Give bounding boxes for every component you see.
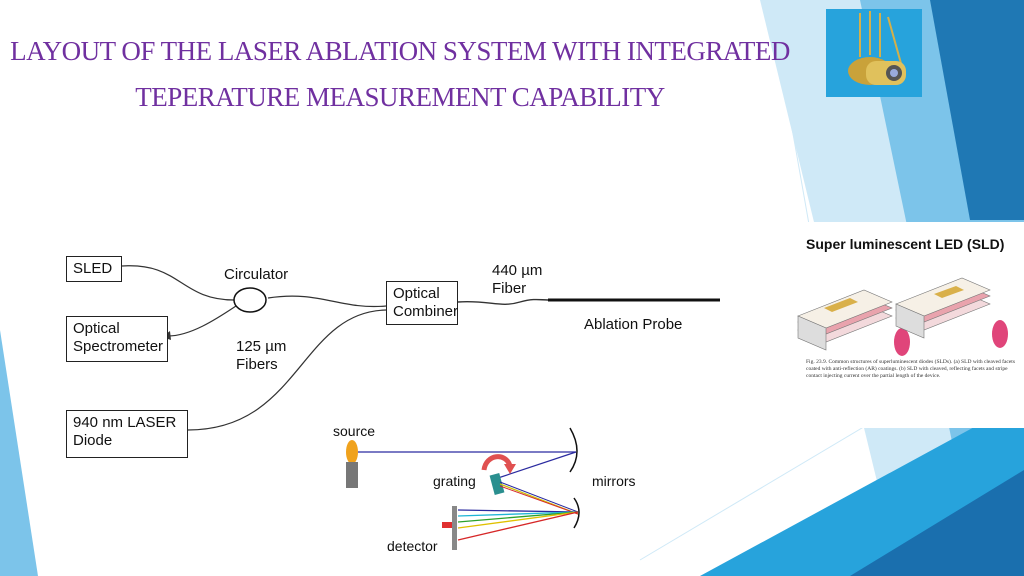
return-ray-red (457, 511, 579, 541)
detector-bar (452, 506, 457, 550)
optical-combiner-box: Optical Combiner (386, 281, 458, 325)
source-base (346, 462, 358, 488)
sled-box: SLED (66, 256, 122, 282)
slide-title-line-2: TEPERATURE MEASUREMENT CAPABILITY (135, 82, 665, 112)
lower-right-dark (850, 470, 1024, 576)
right-dark-band (930, 0, 1024, 220)
slide-title-line-1: LAYOUT OF THE LASER ABLATION SYSTEM WITH… (10, 36, 790, 66)
fiber-440 (457, 298, 549, 305)
sled-fiber (121, 265, 235, 301)
collimating-mirror (569, 427, 578, 473)
source-lamp (346, 440, 358, 464)
left-edge-band (0, 330, 38, 576)
spectrometer-fiber (167, 305, 237, 337)
spectrum-ray-1 (499, 481, 579, 513)
return-ray-blue (457, 509, 579, 513)
circulator-shape (233, 287, 267, 313)
return-ray-green (457, 511, 579, 523)
rotation-arrow (481, 454, 513, 471)
detector-label: detector (387, 538, 438, 554)
fiber-440-label: 440 µm Fiber (492, 262, 543, 297)
sld-structure-drawing (797, 277, 1008, 356)
focusing-mirror (573, 497, 580, 529)
grating-label: grating (433, 473, 476, 489)
rotation-arrowhead (504, 464, 516, 474)
grating-block (489, 473, 505, 495)
laser-diode-icon (848, 11, 906, 85)
detector-red-mark (442, 522, 452, 528)
mirror-to-grating-beam (497, 451, 577, 479)
sld-figure-panel: Super luminescent LED (SLD) Fig. 23.9. C… (784, 222, 1024, 428)
return-ray-cyan (457, 511, 579, 517)
sld-caption: Fig. 23.9. Common structures of superlum… (806, 359, 1015, 379)
spectrum-ray-4 (499, 485, 579, 515)
mirrors-label: mirrors (592, 473, 636, 489)
sld-title: Super luminescent LED (SLD) (806, 236, 1005, 252)
laser-fiber (187, 309, 387, 431)
circulator-label: Circulator (224, 266, 289, 283)
laser-diode-photo (826, 9, 922, 97)
optical-spectrometer-box: Optical Spectrometer (66, 316, 168, 362)
ablation-probe-label: Ablation Probe (584, 316, 683, 333)
source-label: source (333, 423, 376, 439)
return-ray-yellow (457, 511, 579, 529)
circulator-fiber (267, 295, 387, 308)
laser-diode-box: 940 nm LASER Diode (66, 410, 188, 458)
fibers-125-label: 125 µm Fibers (236, 338, 287, 373)
